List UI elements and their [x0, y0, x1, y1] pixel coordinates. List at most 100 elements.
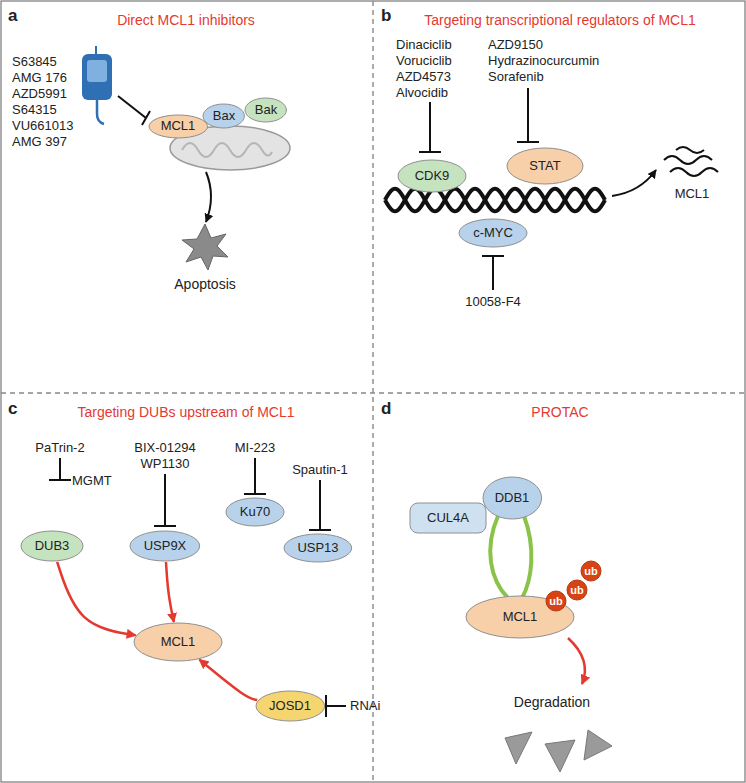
- protein-ellipse: CDK9: [397, 159, 467, 193]
- panel-letter: b: [381, 6, 391, 26]
- node-label: DDB1: [495, 491, 530, 506]
- ubiquitin-circle-outline: [546, 591, 566, 611]
- node-label: ub: [584, 565, 597, 578]
- ubiquitin-circle: ub: [545, 590, 567, 612]
- protein-ellipse-outline: [483, 477, 542, 519]
- mrna-strands: [664, 147, 718, 176]
- node-label: Bak: [255, 103, 277, 118]
- drug-name: Hydrazinocurcumin: [488, 54, 599, 69]
- mrna-strands: [676, 147, 704, 153]
- inhibition-line: [49, 458, 71, 480]
- activation-arrow: [166, 562, 174, 622]
- node-body: CDK9: [397, 159, 467, 193]
- degradation-fragments: [505, 730, 612, 772]
- drug-name: Dinaciclib: [396, 38, 452, 53]
- ubiquitin-circle-outline: [581, 561, 601, 581]
- drug-name: PaTrin-2: [35, 441, 84, 456]
- drug-name: MI-223: [235, 441, 275, 456]
- panel-title: Direct MCL1 inhibitors: [117, 12, 255, 28]
- node-body: c-MYC: [458, 218, 528, 248]
- drug-name: AZD5991: [12, 87, 67, 102]
- degradation-fragments: [545, 740, 575, 772]
- drug-name: RNAi: [350, 699, 380, 714]
- protein-ellipse-outline: [226, 498, 284, 526]
- protac-linker: [490, 516, 508, 598]
- bag-fluid: [87, 60, 107, 82]
- node-label: c-MYC: [473, 226, 513, 241]
- activation-arrow: [199, 660, 257, 700]
- process-label: Apoptosis: [174, 276, 235, 292]
- protein-ellipse-outline: [507, 148, 583, 184]
- inhibition-line: [326, 695, 346, 717]
- drug-name: S63845: [12, 55, 57, 70]
- protein-ellipse: STAT: [506, 147, 584, 185]
- node-label: MCL1: [161, 635, 196, 650]
- panel-title: PROTAC: [531, 404, 588, 420]
- node-body: Ku70: [225, 497, 285, 527]
- arrow-line: [206, 172, 211, 222]
- node-label: CUL4A: [427, 511, 469, 526]
- bag-tube: [97, 100, 104, 124]
- node-label: MCL1: [161, 119, 196, 134]
- degradation-fragments: [584, 730, 612, 760]
- panel-title: Targeting transcriptional regulators of …: [424, 12, 696, 28]
- protein-ellipse-outline: [245, 98, 286, 122]
- protein-ellipse: USP13: [283, 533, 353, 563]
- drug-name: Voruciclib: [396, 54, 452, 69]
- drug-name: MGMT: [72, 474, 112, 489]
- node-label: JOSD1: [269, 699, 311, 714]
- degradation-fragments: [505, 732, 532, 764]
- drug-name: AMG 397: [12, 135, 67, 150]
- arrow-line: [612, 170, 656, 196]
- protein-ellipse-outline: [398, 160, 466, 192]
- node-body: USP13: [283, 533, 353, 563]
- protein-ellipse-outline: [21, 531, 83, 561]
- node-body: STAT: [506, 147, 584, 185]
- panel-letter: a: [8, 6, 17, 26]
- protein-ellipse-outline: [284, 534, 352, 562]
- activation-arrow: [57, 562, 136, 635]
- node-body: CUL4A: [409, 502, 487, 534]
- process-label: Degradation: [514, 694, 590, 710]
- node-label: ub: [570, 584, 583, 597]
- protein-ellipse-outline: [203, 104, 244, 128]
- node-label: MCL1: [503, 610, 538, 625]
- node-label: Ku70: [240, 505, 270, 520]
- node-body: MCL1: [133, 622, 223, 662]
- drug-name: AMG 176: [12, 71, 67, 86]
- divider-dashed: [1, 392, 745, 393]
- protac-linker: [490, 516, 531, 598]
- protein-ellipse: Ku70: [225, 497, 285, 527]
- node-body: ub: [566, 579, 588, 601]
- ubiquitin-circle: ub: [580, 560, 602, 582]
- mrna-strands: [670, 168, 718, 176]
- node-label: USP9X: [144, 539, 187, 554]
- node-label: STAT: [529, 159, 560, 174]
- protac-linker: [522, 516, 531, 598]
- protein-ellipse-outline: [130, 531, 200, 561]
- node-body: MCL1: [148, 114, 209, 139]
- protein-ellipse-outline: [256, 691, 325, 721]
- node-body: ub: [545, 590, 567, 612]
- iv-bag-icon: [82, 46, 112, 124]
- inhibition-line: [244, 458, 266, 494]
- ubiquitin-circle-outline: [567, 580, 587, 600]
- node-label: ub: [549, 595, 562, 608]
- inhibition-line: [482, 256, 504, 290]
- arrow-line: [568, 638, 585, 684]
- protein-ellipse-outline: [134, 623, 222, 661]
- inhibition-line: [517, 88, 539, 142]
- protein-ellipse: Bak: [244, 97, 287, 123]
- mitochondrion: [182, 143, 272, 157]
- protein-box: CUL4A: [409, 502, 487, 534]
- protein-ellipse: MCL1: [133, 622, 223, 662]
- panel-title: Targeting DUBs upstream of MCL1: [77, 404, 294, 420]
- node-body: ub: [580, 560, 602, 582]
- protein-ellipse: DUB3: [20, 530, 84, 562]
- helix-strand: [385, 189, 605, 211]
- drug-name: AZD4573: [396, 70, 451, 85]
- protein-ellipse: DDB1: [482, 476, 543, 520]
